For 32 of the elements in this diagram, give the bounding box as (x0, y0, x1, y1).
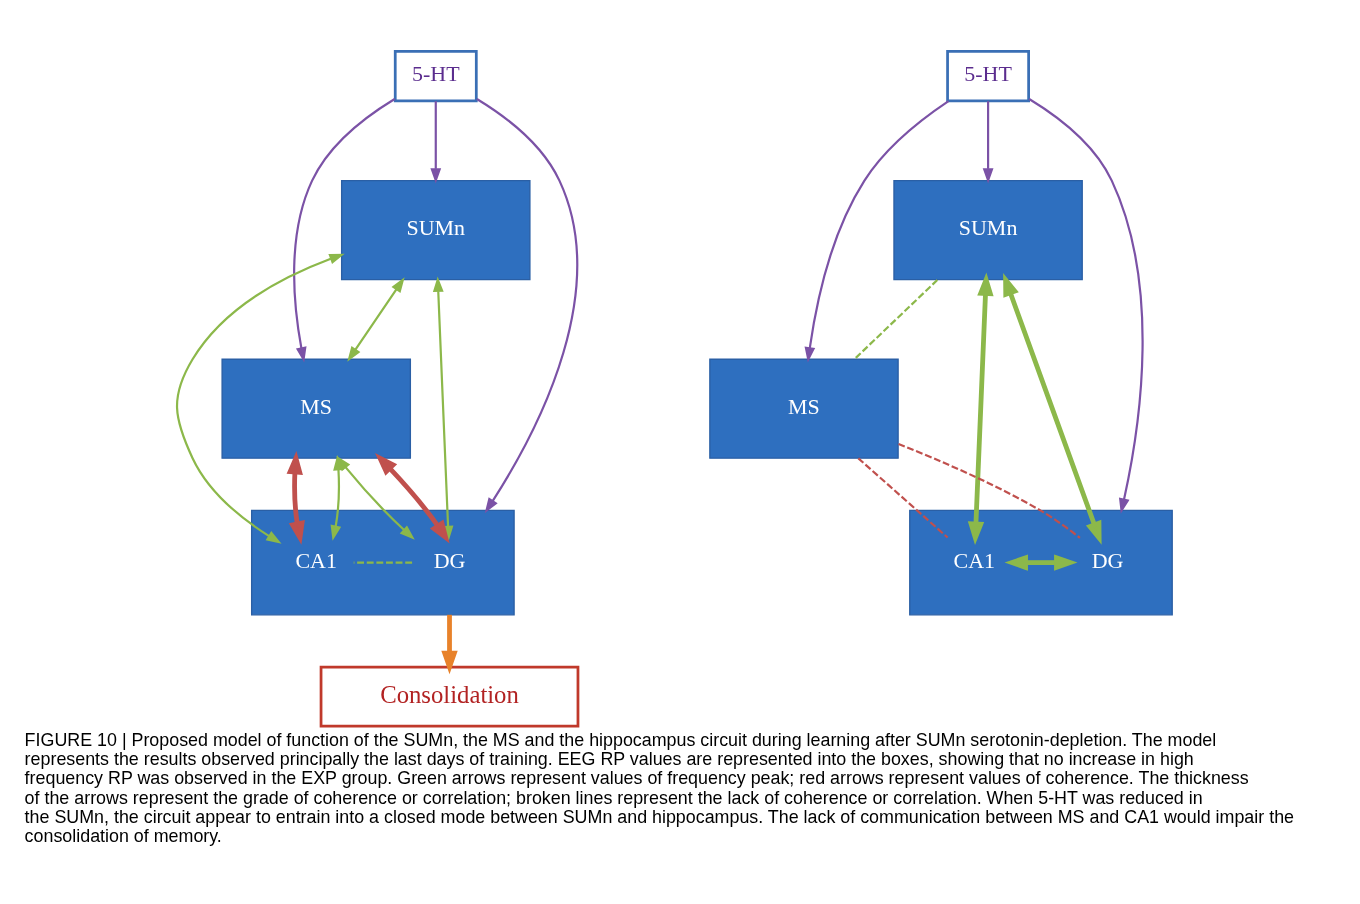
cluster (250, 509, 515, 616)
cluster (909, 509, 1173, 616)
arrow (441, 614, 458, 675)
arrow (967, 272, 994, 546)
arrow (175, 253, 345, 544)
arrow (430, 101, 442, 184)
arrow (476, 98, 579, 514)
node-box: Consolidation (319, 665, 580, 728)
arrow (293, 98, 396, 363)
node-box: MS (709, 358, 899, 459)
arrow (1028, 98, 1144, 514)
node-text: DG (433, 547, 466, 573)
connector (853, 279, 939, 360)
arrow (375, 453, 450, 544)
node-box: MS (221, 358, 412, 459)
arrow (1004, 554, 1078, 571)
connector (898, 443, 1081, 539)
arrow (347, 277, 405, 362)
node-box: SUMn (893, 179, 1083, 281)
node-text: DG (1091, 547, 1124, 573)
caption: FIGURE 10 | Proposed model of function of the SUMn, the MS and the hippocampus circuit during learning after SUMn serotonin-depletion. The model represents the results observed principally the last days of training. EEG RP values are represented into the boxes, showing that no increase in high frequency RP was observed in the EXP group. Green arrows represent values of frequency peak; red arrows represent values of coherence. The thickness of the arrows represent the grade of coherence or correlation; broken lines represent the lack of coherence or correlation. When 5-HT was reduced in the SUMn, the circuit appear to entrain into a closed mode between SUMn and hippocampus. The lack of communication between MS and CA1 would impair the consolidation of memory. (24, 729, 1294, 847)
node-box: 5-HT (393, 50, 478, 103)
node-text: CA1 (953, 547, 996, 573)
arrow (982, 101, 994, 184)
node-box: SUMn (340, 179, 531, 281)
node-text: CA1 (295, 547, 337, 573)
connector (857, 457, 949, 539)
node-box: 5-HT (946, 50, 1030, 103)
arrow (1003, 272, 1102, 545)
arrow (804, 100, 950, 363)
arrow (330, 455, 344, 541)
arrow (286, 451, 305, 545)
